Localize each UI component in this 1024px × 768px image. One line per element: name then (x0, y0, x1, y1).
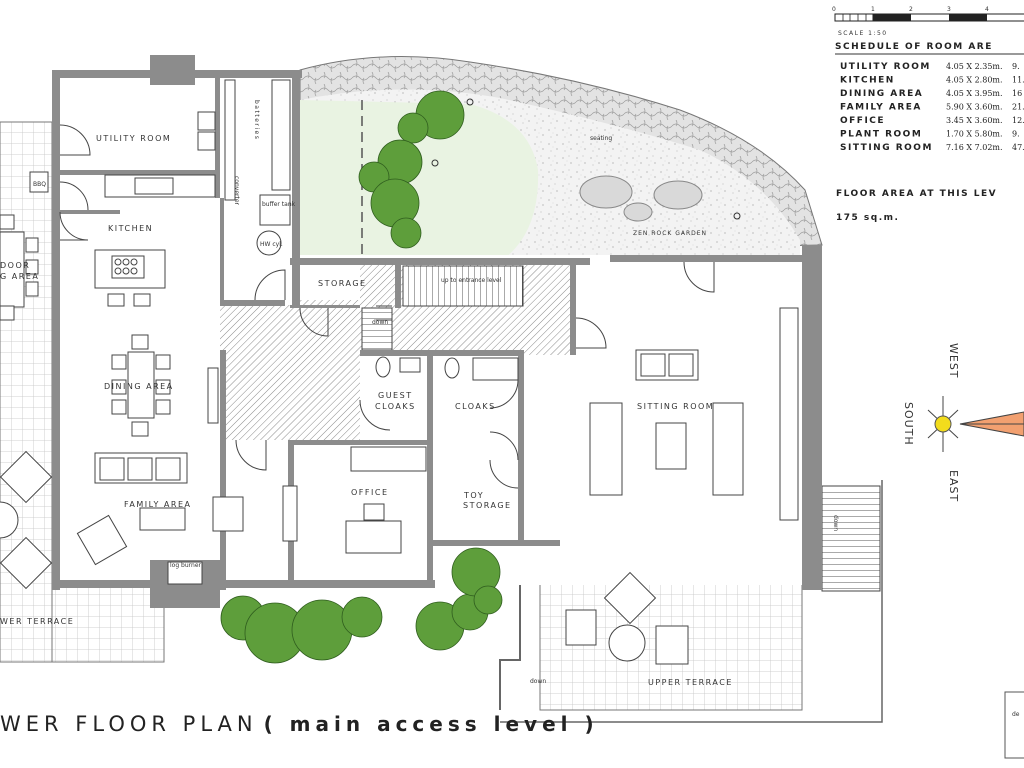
sun-icon (934, 415, 952, 433)
label-dining: DINING AREA (104, 382, 174, 391)
stairs-terrace (821, 485, 881, 592)
scale-label: SCALE 1:50 (838, 30, 888, 37)
schedule-room-name: FAMILY AREA (840, 103, 922, 113)
doors (59, 124, 715, 489)
schedule-room-dims: 4.05 X 2.80m. (946, 76, 1003, 85)
label-converter: converter (233, 176, 240, 206)
schedule-heading: SCHEDULE OF ROOM ARE (835, 42, 993, 52)
tree-icon (473, 585, 503, 615)
schedule-room-area: 11. (1012, 76, 1024, 85)
lower-terrace-south (51, 584, 165, 663)
room-schedule: SCHEDULE OF ROOM ARE UTILITY ROOM 4.05 X … (835, 42, 1024, 153)
label-family: FAMILY AREA (124, 500, 191, 509)
schedule-room-area: 21.2 (1012, 103, 1024, 112)
label-toy-2: STORAGE (463, 501, 512, 510)
scale-tick: 0 (832, 6, 836, 13)
label-lower-terrace: WER TERRACE (0, 617, 74, 626)
logo-text: de (1012, 711, 1020, 718)
schedule-room-dims: 7.16 X 7.02m. (946, 143, 1003, 152)
label-outdoor-1: DOOR (0, 261, 30, 270)
scale-tick: 4 (985, 6, 989, 13)
label-storage: STORAGE (318, 279, 367, 288)
schedule-room-area: 12. (1012, 116, 1024, 125)
tree-icon (341, 596, 383, 638)
label-down-1: down (372, 319, 388, 326)
label-buffer: buffer tank (262, 201, 296, 208)
floor-area-value: 175 sq.m. (836, 213, 899, 223)
rock (579, 175, 633, 209)
rock (623, 202, 653, 222)
schedule-room-name: SITTING ROOM (840, 143, 933, 153)
schedule-room-dims: 4.05 X 2.35m. (946, 62, 1003, 71)
schedule-room-name: UTILITY ROOM (840, 62, 931, 72)
label-down-3: down (530, 678, 546, 685)
schedule-room-name: KITCHEN (840, 76, 895, 86)
label-guest-2: CLOAKS (375, 402, 416, 411)
label-upper-terrace: UPPER TERRACE (648, 678, 733, 687)
schedule-room-dims: 4.05 X 3.95m. (946, 89, 1003, 98)
scale-tick: 3 (947, 6, 951, 13)
compass-west: WEST (947, 343, 960, 379)
label-office: OFFICE (351, 488, 389, 497)
label-utility-room: UTILITY ROOM (96, 134, 171, 143)
garden-light (431, 159, 439, 167)
tree-icon (390, 217, 422, 249)
trees (220, 90, 503, 664)
garden-light (733, 212, 741, 220)
label-hw-cyl: HW cyl. (260, 241, 283, 248)
label-up-entrance: up to entrance level (441, 277, 502, 284)
schedule-room-area: 16 (1012, 89, 1022, 98)
plan-title: WER FLOOR PLAN( main access level ) (0, 712, 599, 736)
schedule-room-name: OFFICE (840, 116, 885, 126)
floor-area-label: FLOOR AREA AT THIS LEV (836, 189, 997, 199)
schedule-room-area: 9. (1012, 130, 1020, 139)
compass-east: EAST (947, 470, 960, 502)
schedule-room-area: 47.9 (1012, 143, 1024, 152)
label-seating: seating (590, 135, 612, 142)
logo (1004, 691, 1024, 759)
label-kitchen: KITCHEN (108, 224, 153, 233)
label-zen: ZEN ROCK GARDEN (633, 230, 707, 237)
schedule-room-dims: 3.45 X 3.60m. (946, 116, 1003, 125)
scale-tick: 1 (871, 6, 875, 13)
label-down-2: down (832, 515, 839, 531)
compass: WEST SOUTH EAST (902, 343, 1024, 502)
label-bbq: BBQ (33, 181, 46, 188)
label-toy-1: TOY (463, 491, 484, 500)
west-wing-floor (60, 78, 220, 583)
schedule-room-name: PLANT ROOM (840, 130, 922, 140)
compass-south: SOUTH (902, 402, 915, 446)
label-cloaks: CLOAKS (455, 402, 496, 411)
tree-icon (291, 599, 353, 661)
label-guest-1: GUEST (378, 391, 413, 400)
label-sitting: SITTING ROOM (637, 402, 714, 411)
terrace-edge (500, 480, 883, 723)
schedule-room-dims: 5.90 X 3.60m. (946, 103, 1003, 112)
tree-icon (397, 112, 429, 144)
lawn (300, 100, 539, 258)
schedule-room-dims: 1.70 X 5.80m. (946, 130, 1003, 139)
rock (653, 180, 703, 210)
schedule-room-name: DINING AREA (840, 89, 923, 99)
schedule-room-area: 9. (1012, 62, 1020, 71)
scale-tick: 2 (909, 6, 913, 13)
garden-light (466, 98, 474, 106)
fixtures (0, 79, 799, 665)
scale-bar: 0 1 2 3 4 SCALE 1:50 (832, 6, 1024, 37)
stairs-down (361, 307, 393, 351)
label-batteries: batteries (253, 100, 260, 140)
label-log-burner: log burner (170, 562, 202, 569)
room-labels: UTILITY ROOM batteries converter buffer … (0, 100, 839, 687)
stairs-up (402, 265, 524, 307)
label-outdoor-2: G AREA (0, 272, 39, 281)
